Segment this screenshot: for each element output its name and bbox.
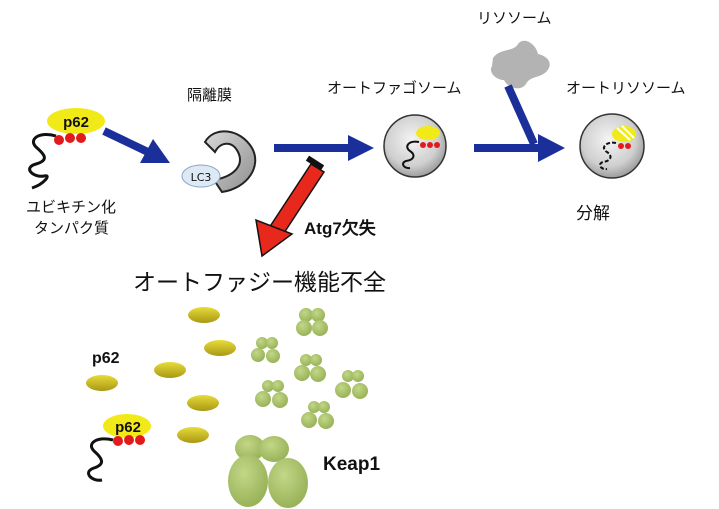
p62-oval-bound: [103, 414, 151, 438]
ubiquitin-dot: [54, 135, 64, 145]
autophagosome-label: オートファゴソーム: [327, 79, 462, 97]
degradation-label: 分解: [576, 204, 610, 224]
protein-chain-icon: [28, 132, 57, 190]
p62-accumulation: [86, 307, 236, 443]
isolation-membrane-icon: [203, 130, 257, 194]
p62-label-free: p62: [92, 350, 120, 367]
keap1-label: Keap1: [323, 454, 380, 475]
ubiquitin-dot: [113, 436, 123, 446]
lc3-marker: [181, 164, 221, 188]
p62-oval: [187, 395, 219, 411]
ubiquitin-dot: [625, 143, 631, 149]
arrow-to-isolation-membrane: [102, 127, 170, 163]
protein-chain-icon: [599, 141, 617, 171]
p62-oval-top: [47, 108, 105, 134]
lysosome-label: リソソーム: [477, 9, 552, 27]
protein-chain-icon: [402, 140, 420, 170]
ubiquitin-dot: [618, 143, 624, 149]
ubiquitin-dot: [135, 435, 145, 445]
ubiquitin-dot: [434, 142, 440, 148]
p62-oval-in-autophagosome: [416, 126, 440, 140]
ubiquitin-dot: [65, 133, 75, 143]
p62-label-top: p62: [63, 114, 89, 131]
atg7-deficiency-arrow: [255, 155, 326, 258]
arrow-to-autolysosome: [474, 84, 565, 162]
ubiquitinated-protein-label: ユビキチン化 タンパク質: [26, 198, 121, 237]
keap1-dimer: [251, 337, 280, 363]
lysosome-icon: [490, 40, 550, 89]
lc3-label: LC3: [191, 171, 212, 184]
autolysosome-vesicle: [579, 113, 645, 179]
keap1-dimer: [335, 370, 368, 399]
atg7-deficiency-label: Atg7欠失: [304, 218, 377, 238]
ubiquitinated-protein-complex-bottom: p62: [87, 414, 151, 482]
p62-label-bound: p62: [115, 419, 141, 436]
p62-oval: [86, 375, 118, 391]
keap1-accumulation: [228, 308, 368, 508]
p62-oval: [188, 307, 220, 323]
autophagosome-vesicle: [383, 114, 447, 178]
arrow-to-autophagosome: [274, 135, 374, 161]
ubiquitin-dot: [420, 142, 426, 148]
keap1-dimer: [255, 380, 288, 408]
p62-oval: [177, 427, 209, 443]
keap1-dimer: [301, 401, 334, 429]
p62-oval: [154, 362, 186, 378]
keap1-dimer: [296, 308, 328, 336]
ubiquitin-dot: [76, 133, 86, 143]
keap1-dimer-large: [228, 435, 308, 508]
ubiquitin-dot: [427, 142, 433, 148]
ubiquitinated-protein-complex: p62: [28, 108, 105, 190]
autolysosome-label: オートリソソーム: [566, 79, 686, 97]
protein-chain-icon: [87, 437, 114, 482]
p62-oval: [204, 340, 236, 356]
ubiquitin-dot: [124, 435, 134, 445]
keap1-dimer: [294, 354, 326, 382]
isolation-membrane-label: 隔離膜: [187, 86, 232, 104]
autophagy-failure-title: オートファジー機能不全: [133, 270, 386, 296]
